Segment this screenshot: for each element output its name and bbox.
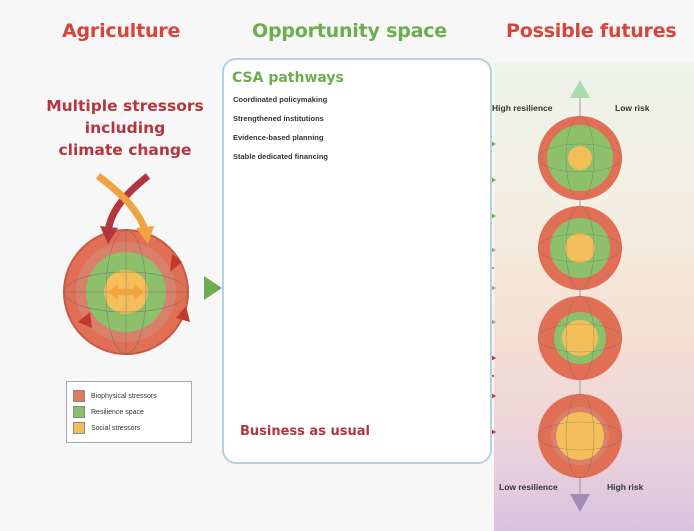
csa-item: Stable dedicated financing: [233, 152, 329, 161]
stressors-label: Multiple stressors including climate cha…: [40, 95, 210, 161]
future-globe-2: [537, 205, 623, 291]
opportunity-space-header: Opportunity space: [252, 20, 447, 42]
legend-item: Social stressors: [73, 422, 140, 434]
legend-label: Resilience space: [91, 408, 144, 416]
opportunity-space-box: [222, 58, 492, 464]
csa-item: Evidence-based planning: [233, 133, 324, 142]
legend-label: Social stressors: [91, 424, 141, 432]
stressors-line: including: [84, 119, 166, 137]
csa-item: Coordinated policymaking: [233, 95, 328, 104]
low-risk-label: Low risk: [615, 103, 650, 113]
legend-swatch: [73, 390, 85, 402]
stressors-line: climate change: [58, 141, 192, 159]
future-globe-4: [537, 393, 623, 479]
agriculture-header: Agriculture: [62, 20, 181, 42]
axis-up-arrow: [570, 80, 590, 98]
high-risk-label: High risk: [607, 482, 644, 492]
entry-arrow-icon: [204, 276, 222, 300]
csa-pathways-title: CSA pathways: [232, 70, 344, 86]
side-stress-arrow-icon: [78, 312, 92, 328]
future-globe-1: [537, 115, 623, 201]
business-as-usual-label: Business as usual: [240, 424, 370, 439]
possible-futures-header: Possible futures: [506, 20, 677, 42]
csa-item: Strengthened institutions: [233, 114, 324, 123]
legend: Biophysical stressors Resilience space S…: [66, 381, 192, 443]
inner-double-arrow-icon: [108, 284, 144, 300]
axis-down-arrow: [570, 494, 590, 512]
csa-pathways-list: Coordinated policymaking Strengthened in…: [233, 94, 328, 170]
side-stress-arrow-icon: [170, 254, 182, 272]
low-resilience-label: Low resilience: [499, 482, 558, 492]
legend-swatch: [73, 406, 85, 418]
legend-item: Biophysical stressors: [73, 390, 157, 402]
legend-swatch: [73, 422, 85, 434]
legend-label: Biophysical stressors: [91, 392, 157, 400]
legend-item: Resilience space: [73, 406, 144, 418]
stressor-arrows: [78, 173, 190, 328]
side-stress-arrow-icon: [176, 306, 190, 322]
agriculture-globe: [63, 229, 189, 355]
stressors-line: Multiple stressors: [46, 97, 204, 115]
high-resilience-label: High resilience: [492, 103, 553, 113]
future-globe-3: [537, 295, 623, 381]
